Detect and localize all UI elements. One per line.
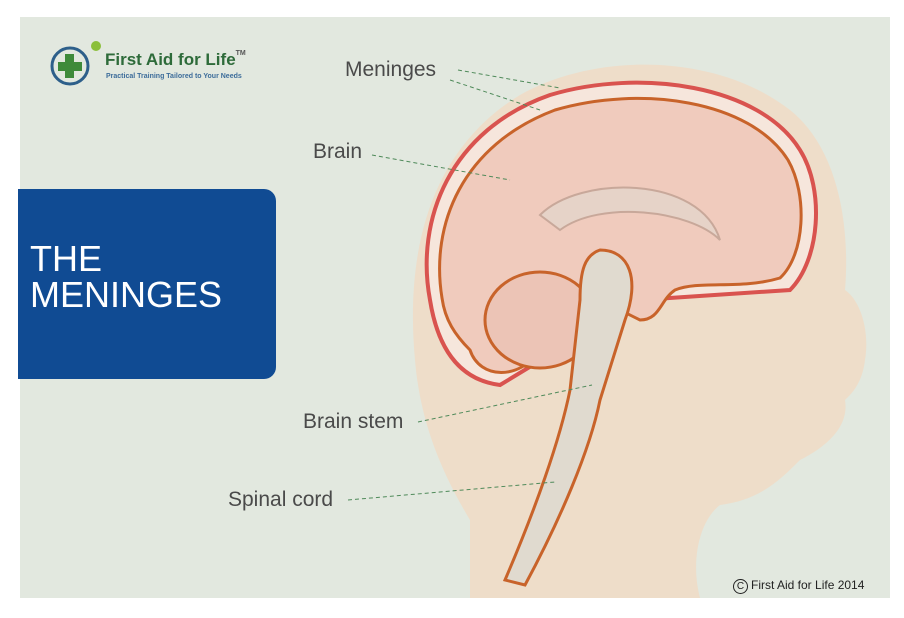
title-box: THE MENINGES xyxy=(18,189,276,379)
meninges-leader-2 xyxy=(449,79,541,111)
label-meninges: Meninges xyxy=(345,58,437,81)
corpus-callosum xyxy=(538,186,721,241)
logo-icon xyxy=(50,41,101,86)
brain-stem-leader xyxy=(417,384,593,423)
label-spinal-cord: Spinal cord xyxy=(228,488,334,511)
meninges-leader-1 xyxy=(457,69,561,89)
brain-leader xyxy=(371,154,511,181)
label-brain-stem: Brain stem xyxy=(303,410,404,433)
logo-name: First Aid for LifeTM xyxy=(105,50,246,69)
page-title: THE MENINGES xyxy=(30,238,223,315)
logo-tagline: Practical Training Tailored to Your Need… xyxy=(106,73,242,80)
copyright-icon: C xyxy=(733,579,748,594)
label-brain: Brain xyxy=(313,140,363,163)
brain-stem-spinal-cord xyxy=(502,248,634,587)
logo: First Aid for LifeTM Practical Training … xyxy=(48,38,268,93)
